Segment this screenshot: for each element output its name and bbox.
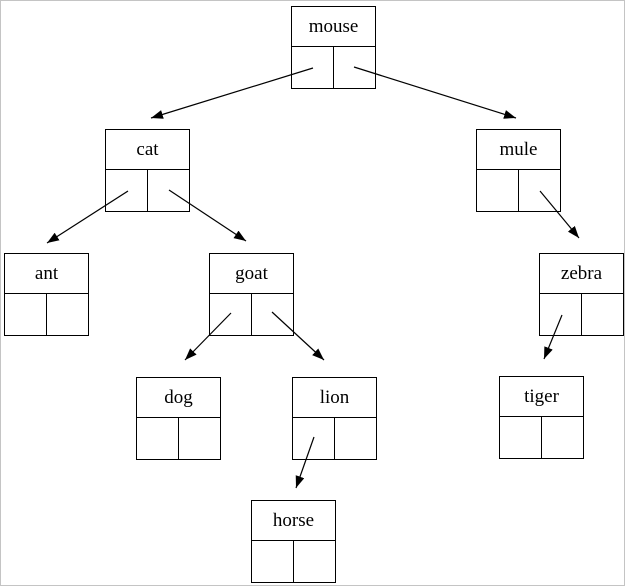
- node-label: ant: [5, 254, 88, 294]
- tree-node-zebra: zebra: [539, 253, 624, 336]
- pointer-cells: [500, 417, 583, 458]
- node-label: goat: [210, 254, 293, 294]
- pointer-cells: [477, 170, 560, 211]
- left-pointer-cell: [106, 170, 147, 211]
- right-pointer-cell: [46, 294, 88, 335]
- tree-node-dog: dog: [136, 377, 221, 460]
- right-pointer-cell: [541, 417, 583, 458]
- left-pointer-cell: [137, 418, 178, 459]
- pointer-cells: [252, 541, 335, 582]
- left-pointer-cell: [477, 170, 518, 211]
- pointer-cells: [106, 170, 189, 211]
- right-pointer-cell: [293, 541, 335, 582]
- node-label: lion: [293, 378, 376, 418]
- right-pointer-cell: [518, 170, 560, 211]
- left-pointer-cell: [540, 294, 581, 335]
- left-pointer-cell: [500, 417, 541, 458]
- tree-node-lion: lion: [292, 377, 377, 460]
- tree-node-horse: horse: [251, 500, 336, 583]
- node-label: mouse: [292, 7, 375, 47]
- node-label: cat: [106, 130, 189, 170]
- node-label: dog: [137, 378, 220, 418]
- pointer-cells: [292, 47, 375, 88]
- tree-node-tiger: tiger: [499, 376, 584, 459]
- edge-mouse-right-to-mule: [353, 66, 517, 119]
- left-pointer-cell: [5, 294, 46, 335]
- pointer-cells: [5, 294, 88, 335]
- node-label: tiger: [500, 377, 583, 417]
- right-pointer-cell: [147, 170, 189, 211]
- right-pointer-cell: [333, 47, 375, 88]
- tree-node-mouse: mouse: [291, 6, 376, 89]
- node-label: horse: [252, 501, 335, 541]
- left-pointer-cell: [210, 294, 251, 335]
- tree-node-mule: mule: [476, 129, 561, 212]
- tree-node-ant: ant: [4, 253, 89, 336]
- right-pointer-cell: [178, 418, 220, 459]
- left-pointer-cell: [292, 47, 333, 88]
- tree-node-cat: cat: [105, 129, 190, 212]
- tree-node-goat: goat: [209, 253, 294, 336]
- pointer-cells: [210, 294, 293, 335]
- pointer-cells: [137, 418, 220, 459]
- right-pointer-cell: [251, 294, 293, 335]
- edge-mouse-left-to-cat: [150, 67, 314, 119]
- right-pointer-cell: [334, 418, 376, 459]
- left-pointer-cell: [293, 418, 334, 459]
- node-label: zebra: [540, 254, 623, 294]
- pointer-cells: [293, 418, 376, 459]
- node-label: mule: [477, 130, 560, 170]
- left-pointer-cell: [252, 541, 293, 582]
- right-pointer-cell: [581, 294, 623, 335]
- pointer-cells: [540, 294, 623, 335]
